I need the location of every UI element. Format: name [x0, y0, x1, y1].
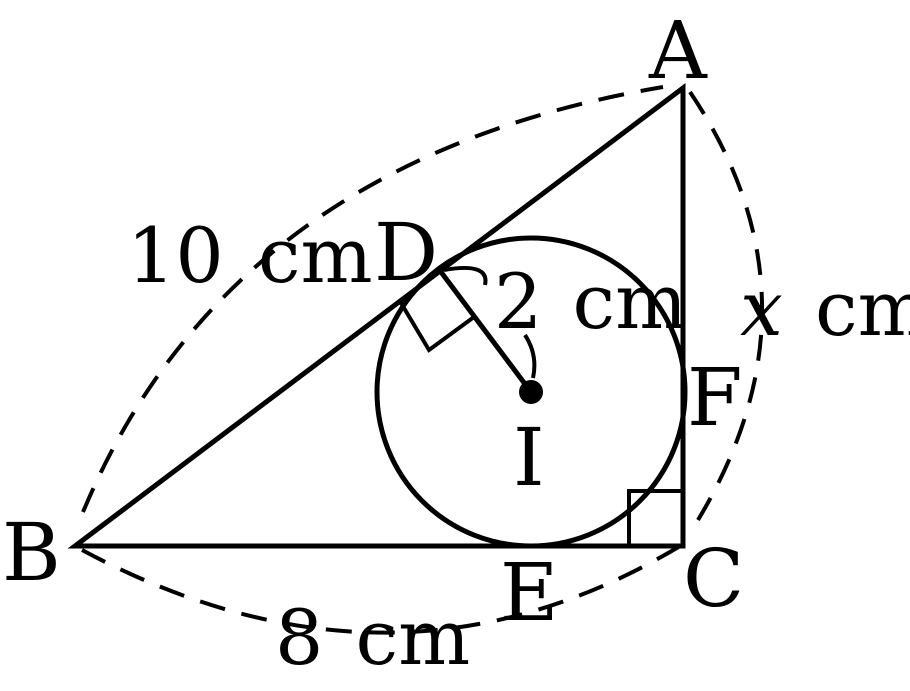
dimension-arc-bc: [81, 538, 692, 635]
point-label-i: I: [513, 411, 545, 504]
incircle: [374, 235, 688, 549]
right-angle-marker-d: [399, 301, 476, 353]
radius-unit: cm: [573, 257, 688, 346]
vertex-label-c: C: [683, 532, 744, 625]
dimension-arc-ab: [81, 85, 664, 513]
dimension-arc-ac: [688, 90, 764, 522]
center-point-i: [519, 380, 543, 404]
radius-segment-id: [439, 270, 533, 394]
length-label-bc: 8 cm: [275, 593, 470, 682]
triangle-abc: [67, 82, 686, 549]
vertex-label-a: A: [648, 4, 708, 97]
point-label-e: E: [500, 546, 558, 639]
point-label-d: D: [374, 206, 438, 299]
length-unit-bc: cm: [356, 593, 471, 682]
length-label-ac: x cm: [740, 264, 910, 353]
length-value-ac: x: [740, 264, 783, 353]
radius-label: 2 cm: [494, 257, 687, 346]
length-unit-ab: cm: [258, 211, 373, 300]
radius-label-pointer: [443, 265, 537, 379]
right-angle-marker-c: [627, 489, 683, 546]
length-unit-ac: cm: [815, 264, 910, 353]
point-label-f: F: [687, 351, 743, 444]
radius-value: 2: [494, 257, 542, 346]
length-value-ab: 10: [127, 211, 224, 300]
length-label-ab: 10 cm: [127, 211, 373, 300]
vertex-label-b: B: [2, 506, 61, 599]
length-value-bc: 8: [275, 593, 323, 682]
